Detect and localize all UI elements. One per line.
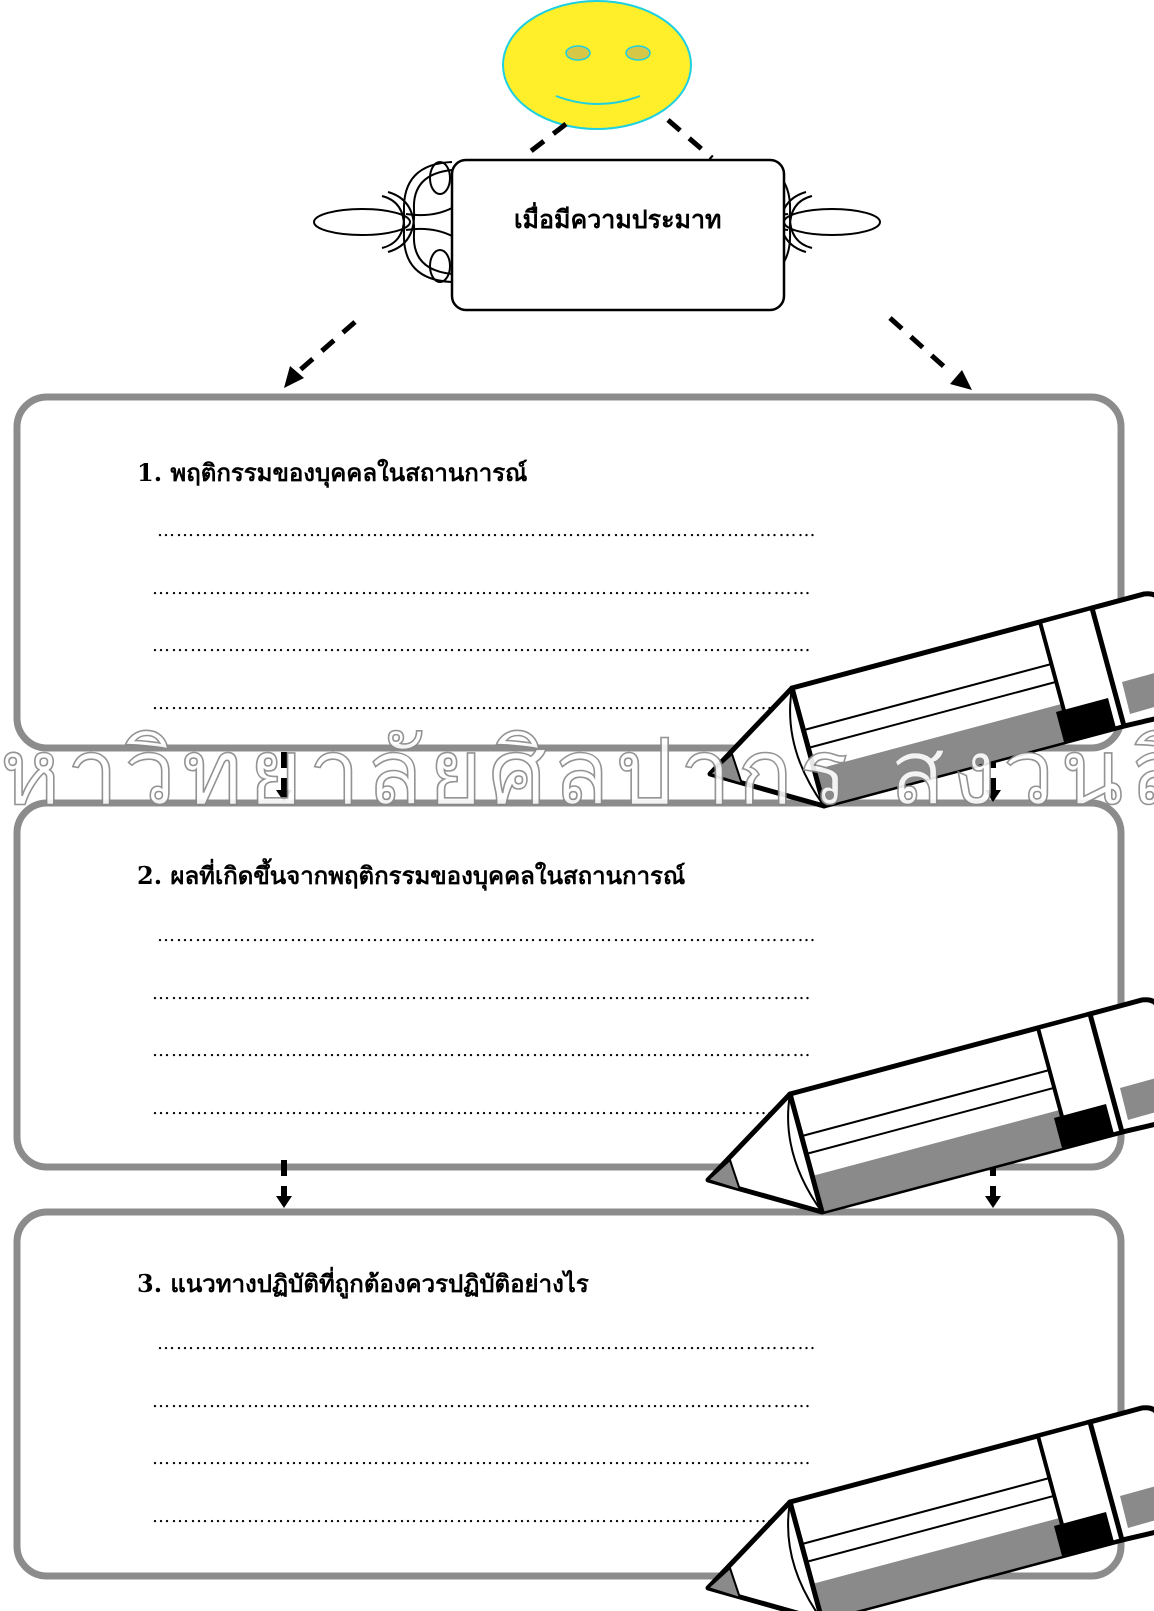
arrow-icon xyxy=(284,316,972,390)
answer-line-2-4[interactable]: …………………………………………………………………………………..……… xyxy=(152,1098,772,1119)
answer-line-2-2[interactable]: …………………………………………………………………………………..……… xyxy=(152,983,812,1004)
section-2-frame xyxy=(13,799,1125,1171)
section-1-frame xyxy=(13,393,1125,752)
answer-line-2-3[interactable]: …………………………………………………………………………………..……… xyxy=(152,1040,812,1061)
answer-line-3-4[interactable]: …………………………………………………………………………………..……… xyxy=(152,1506,772,1527)
answer-line-3-2[interactable]: …………………………………………………………………………………..……… xyxy=(152,1391,812,1412)
title-label: เมื่อมีความประมาท xyxy=(514,205,722,234)
smiley-face-icon xyxy=(502,0,692,130)
section-3-heading: 3. แนวทางปฏิบัติที่ถูกต้องควรปฏิบัติอย่า… xyxy=(137,1269,589,1298)
answer-line-2-1[interactable]: …………………………………………………………………………………..……… xyxy=(157,925,817,946)
answer-line-1-1[interactable]: …………………………………………………………………………………..……… xyxy=(157,520,817,541)
answer-line-3-1[interactable]: …………………………………………………………………………………..……… xyxy=(157,1333,817,1354)
title-frame xyxy=(450,158,786,312)
answer-line-1-4[interactable]: …………………………………………………………………………………..……… xyxy=(152,693,772,714)
answer-line-1-3[interactable]: …………………………………………………………………………………..……… xyxy=(152,635,812,656)
answer-line-1-2[interactable]: …………………………………………………………………………………..……… xyxy=(152,578,812,599)
answer-line-3-3[interactable]: …………………………………………………………………………………..……… xyxy=(152,1448,812,1469)
face-connector xyxy=(520,118,714,160)
section-2-heading: 2. ผลที่เกิดขึ้นจากพฤติกรรมของบุคคลในสถา… xyxy=(137,861,686,890)
section-1-heading: 1. พฤติกรรมของบุคคลในสถานการณ์ xyxy=(137,458,528,487)
